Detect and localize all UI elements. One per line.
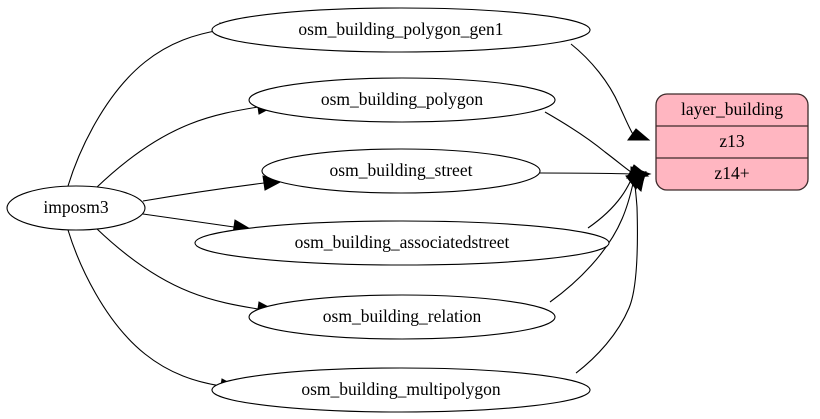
edge-imposm3-to-osm-building-polygon-gen1 <box>67 29 222 187</box>
edge-osm-building-street-to-layer-z14 <box>539 172 632 175</box>
layer-building-z14-label: z14+ <box>714 163 749 183</box>
edge-imposm3-to-osm-building-multipolygon <box>67 229 222 387</box>
node-osm-building-multipolygon[interactable]: osm_building_multipolygon <box>211 367 591 413</box>
node-osm-building-street[interactable]: osm_building_street <box>261 148 541 194</box>
node-layer-building-box[interactable] <box>655 93 809 191</box>
node-osm-building-polygon[interactable]: osm_building_polygon <box>248 77 556 123</box>
layer-building-z13-label: z13 <box>719 131 745 151</box>
node-imposm3[interactable]: imposm3 <box>6 185 146 231</box>
edge-imposm3-to-osm-building-associatedstreet <box>142 213 235 228</box>
node-osm-building-relation-label: osm_building_relation <box>323 306 482 326</box>
node-osm-building-street-shape[interactable] <box>261 148 541 194</box>
edge-osm-building-relation-to-layer-z14 <box>549 178 635 303</box>
node-osm-building-relation-shape[interactable] <box>248 294 556 340</box>
node-osm-building-multipolygon-shape[interactable] <box>211 367 591 413</box>
arrowhead-osm-building-polygon-gen1-to-layer-z13 <box>627 128 651 141</box>
node-osm-building-relation[interactable]: osm_building_relation <box>248 294 556 340</box>
node-osm-building-associatedstreet[interactable]: osm_building_associatedstreet <box>194 220 610 266</box>
node-osm-building-polygon-label: osm_building_polygon <box>321 89 484 109</box>
node-osm-building-associatedstreet-shape[interactable] <box>194 220 610 266</box>
edge-imposm3-to-osm-building-street <box>142 182 265 202</box>
node-layer-building[interactable]: layer_building z13 z14+ <box>655 93 809 191</box>
edge-imposm3-to-osm-building-relation <box>95 227 259 310</box>
edge-osm-building-polygon-to-layer-z14 <box>544 111 632 173</box>
node-osm-building-polygon-gen1[interactable]: osm_building_polygon_gen1 <box>211 7 591 53</box>
edge-osm-building-polygon-gen1-to-layer-z13 <box>570 43 635 137</box>
node-imposm3-shape[interactable] <box>6 185 146 231</box>
edge-osm-building-associatedstreet-to-layer-z14 <box>587 177 633 229</box>
node-imposm3-label: imposm3 <box>43 197 108 217</box>
node-osm-building-multipolygon-label: osm_building_multipolygon <box>301 379 501 399</box>
edge-imposm3-to-osm-building-polygon <box>95 106 259 189</box>
edge-osm-building-multipolygon-to-layer-z14 <box>575 178 638 374</box>
node-osm-building-polygon-gen1-shape[interactable] <box>211 7 591 53</box>
node-osm-building-associatedstreet-label: osm_building_associatedstreet <box>295 232 510 252</box>
arrowhead-osm-building-multipolygon-to-layer-z14 <box>627 171 646 193</box>
edge-group-tables-to-layer <box>539 43 652 374</box>
node-osm-building-polygon-shape[interactable] <box>248 77 556 123</box>
layer-building-title-label: layer_building <box>681 99 783 119</box>
node-osm-building-street-label: osm_building_street <box>330 160 473 180</box>
node-osm-building-polygon-gen1-label: osm_building_polygon_gen1 <box>298 19 503 39</box>
